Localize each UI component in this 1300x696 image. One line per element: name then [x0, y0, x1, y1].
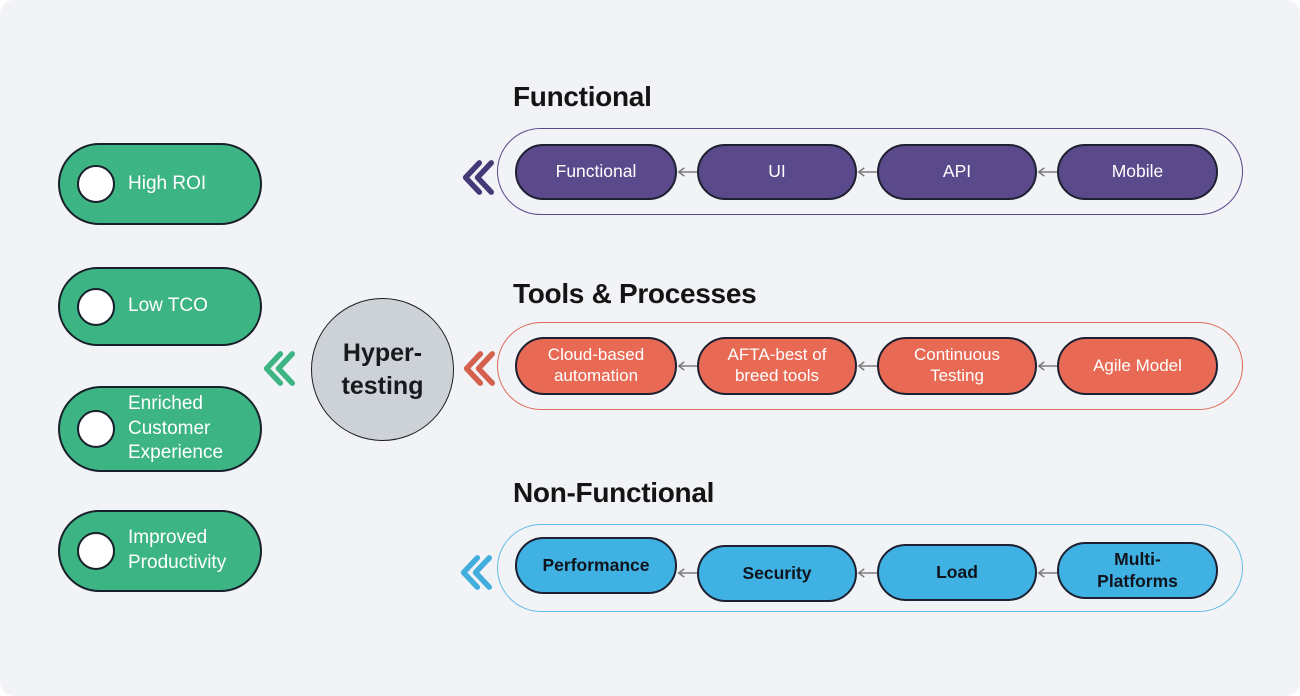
benefit-pill-low-tco: Low TCO [58, 267, 262, 346]
hub-label-line1: Hyper- [342, 339, 423, 367]
hub-label-line2: testing [341, 371, 424, 400]
arrow-left-icon [857, 568, 878, 578]
pill-label: Security [742, 562, 812, 583]
tools-processes-chevron-icon [463, 351, 495, 386]
bullet-circle-icon [77, 287, 115, 326]
benefit-label: Improved Productivity [128, 527, 227, 573]
benefit-label: Enriched Customer Experience [128, 392, 224, 464]
hub-hyper-testing: Hyper- testing [311, 298, 454, 441]
benefit-label: Low TCO [128, 295, 208, 317]
pill-label: Cloud-based automation [547, 345, 645, 385]
pill-label: Multi-Platforms [1097, 549, 1178, 591]
benefit-pill-enriched-customer-experience: Enriched Customer Experience [58, 386, 262, 472]
functional-chevron-icon [462, 160, 494, 195]
bullet-circle-icon [77, 532, 115, 570]
pill-label: Continuous Testing [913, 345, 1000, 385]
benefits-chevron-icon [263, 351, 295, 386]
pill-multi-platforms: Multi-Platforms [1057, 542, 1218, 599]
pill-mobile: Mobile [1057, 144, 1218, 200]
tools-processes-title: Tools & Processes [513, 278, 757, 309]
non-functional-chevron-icon [460, 555, 492, 590]
pill-label: AFTA-best of breed tools [727, 345, 827, 385]
pill-afta-best-of-breed-tools: AFTA-best of breed tools [697, 337, 857, 395]
pill-continuous-testing: Continuous Testing [877, 337, 1037, 395]
arrow-left-icon [677, 568, 698, 578]
benefit-pill-high-roi: High ROI [58, 143, 262, 225]
pill-api: API [877, 144, 1037, 200]
pill-label: Performance [542, 554, 650, 575]
pill-load: Load [877, 544, 1037, 601]
pill-label: Agile Model [1093, 355, 1182, 375]
pill-label: API [942, 161, 972, 182]
functional-title: Functional [513, 81, 652, 112]
tools-processes-group-outline [497, 322, 1243, 410]
pill-label: Mobile [1111, 161, 1164, 182]
arrow-left-icon [1037, 568, 1058, 578]
pill-label: Load [936, 561, 978, 582]
benefit-pill-improved-productivity: Improved Productivity [58, 510, 262, 592]
benefit-label: High ROI [128, 172, 207, 194]
pill-label: UI [768, 161, 786, 182]
pill-performance: Performance [515, 537, 677, 594]
pill-functional: Functional [515, 144, 677, 200]
arrow-left-icon [1037, 167, 1058, 177]
arrow-left-icon [857, 361, 878, 371]
bullet-circle-icon [77, 410, 115, 448]
functional-group-outline [497, 128, 1243, 215]
pill-ui: UI [697, 144, 857, 200]
arrow-left-icon [677, 361, 698, 371]
arrow-left-icon [857, 167, 878, 177]
pill-cloud-based-automation: Cloud-based automation [515, 337, 677, 395]
bullet-circle-icon [77, 165, 115, 203]
pill-agile-model: Agile Model [1057, 337, 1218, 395]
non-functional-title: Non-Functional [513, 477, 715, 508]
arrow-left-icon [1037, 361, 1058, 371]
pill-label: Functional [555, 161, 637, 182]
pill-security: Security [697, 545, 857, 602]
arrow-left-icon [677, 167, 698, 177]
non-functional-group-outline [497, 524, 1243, 612]
